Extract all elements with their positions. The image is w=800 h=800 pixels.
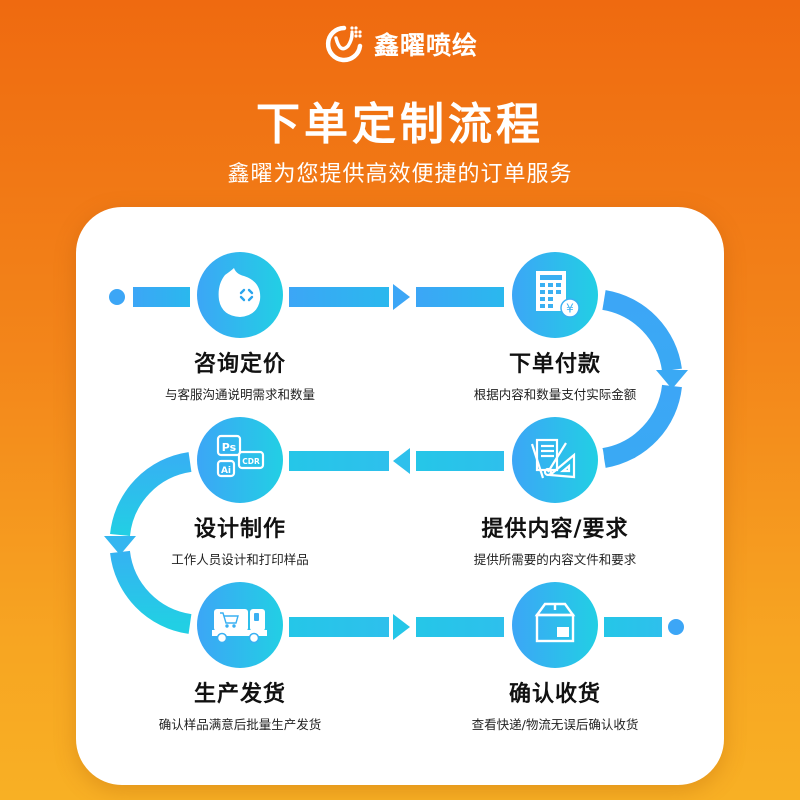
shopping-cart-icon [220,612,239,628]
design-software-icon: Ps CDR Ai [216,434,265,478]
step-description: 工作人员设计和打印样品 [171,552,309,567]
step-title: 提供内容/要求 [481,517,629,542]
connector-row-3 [289,614,684,640]
step-node-2: ¥ [506,246,604,344]
end-dot [668,619,684,635]
step-node-6 [506,576,604,674]
logo-mark-icon [325,25,363,63]
start-dot [109,289,125,305]
step-description: 根据内容和数量支付实际金额 [473,387,637,402]
arrow-down-icon [104,536,136,555]
arrow-right-icon [393,614,410,640]
step-1-label: 咨询定价 与客服沟通说明需求和数量 [120,346,360,403]
arrow-right-icon [393,284,410,310]
connector-row-2 [289,448,504,474]
step-5-label: 生产发货 确认样品满意后批量生产发货 [120,676,360,733]
step-4-label: 设计制作 工作人员设计和打印样品 [120,511,360,568]
step-description: 查看快递/物流无误后确认收货 [471,717,639,732]
brand-name: 鑫曜喷绘 [373,31,478,60]
step-6-label: 确认收货 查看快递/物流无误后确认收货 [435,676,675,733]
step-title: 生产发货 [193,682,286,707]
svg-text:¥: ¥ [566,302,574,316]
step-node-4: Ps CDR Ai [191,411,289,509]
svg-text:Ps: Ps [222,441,237,454]
page-title: 下单定制流程 [256,99,544,150]
svg-text:CDR: CDR [242,457,260,466]
arrow-down-icon [656,370,688,389]
arrow-left-icon [393,448,410,474]
step-title: 下单付款 [508,352,601,377]
connector-row-1 [109,284,504,310]
brand-logo: 鑫曜喷绘 [0,22,800,66]
step-title: 确认收货 [508,682,601,707]
step-node-5 [191,576,289,674]
step-node-3 [506,411,604,509]
step-title: 咨询定价 [193,352,286,377]
step-3-label: 提供内容/要求 提供所需要的内容文件和要求 [435,511,675,568]
step-description: 确认样品满意后批量生产发货 [158,717,322,732]
step-description: 提供所需要的内容文件和要求 [473,552,637,567]
delivery-truck-icon [212,609,267,644]
step-description: 与客服沟通说明需求和数量 [164,387,315,402]
package-box-icon [534,602,576,643]
svg-text:Ai: Ai [221,466,231,476]
chat-bubble-icon [218,268,261,317]
calculator-yen-icon: ¥ [536,271,580,318]
step-node-1 [191,246,289,344]
step-title: 设计制作 [193,517,286,542]
document-ruler-icon [530,438,576,479]
step-2-label: 下单付款 根据内容和数量支付实际金额 [435,346,675,403]
page-subtitle: 鑫曜为您提供高效便捷的订单服务 [227,162,573,187]
connector-right-arc [602,290,688,468]
connector-left-arc [104,452,192,634]
